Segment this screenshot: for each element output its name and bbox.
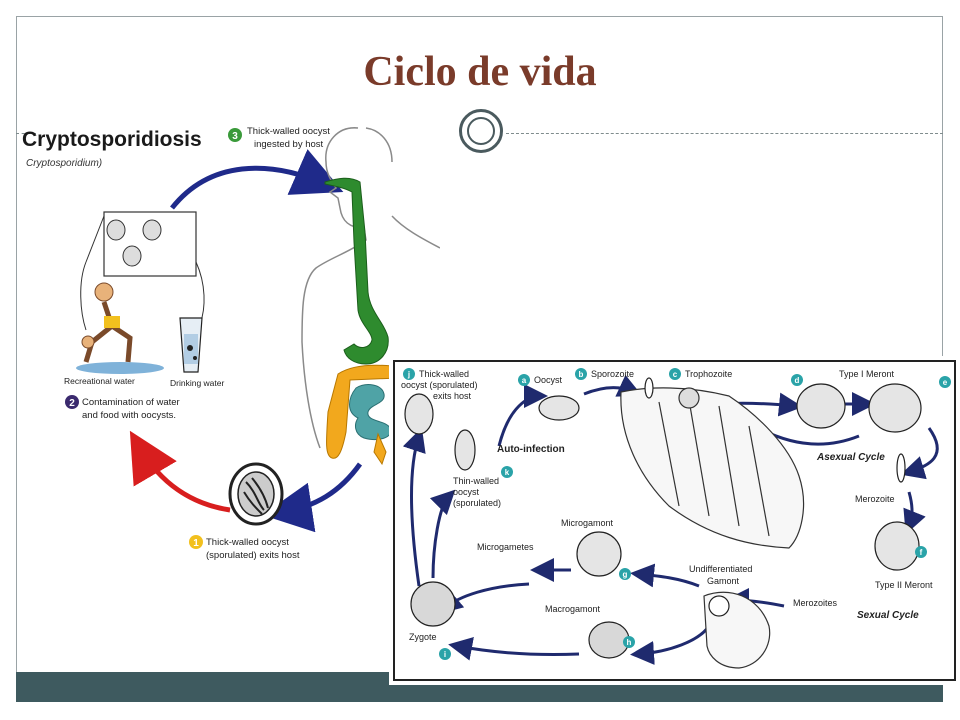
arrow-to-host <box>170 149 344 210</box>
label-j-line2: oocyst (sporulated) <box>401 380 478 390</box>
panel-border <box>393 360 956 681</box>
diagram-title: Cryptosporidiosis <box>22 128 202 151</box>
label-merozoite: Merozoite <box>855 494 895 504</box>
label-asexual-cycle: Asexual Cycle <box>816 452 885 463</box>
arrow-microgametes-to-zygote <box>438 582 530 614</box>
step1-number: 1 <box>193 538 199 549</box>
step1-line2: (sporulated) exits host <box>206 550 300 561</box>
label-undiff-line2: Gamont <box>707 576 740 586</box>
step2-number: 2 <box>69 398 75 409</box>
ring-ornament <box>459 109 503 153</box>
cryptosporidium-detailed-cycle-panel: j a b c d e k f g h i Thick-walled oocys… <box>389 356 960 685</box>
title-rule-right <box>506 133 943 134</box>
badge-c: c <box>673 370 678 379</box>
arrow-host-exit <box>262 462 363 533</box>
arrow-undiff-to-g <box>630 563 700 588</box>
title-rule-left <box>16 133 36 134</box>
badge-k: k <box>505 468 510 477</box>
oocyst-j-illustration <box>404 393 434 435</box>
step1-line1: Thick-walled oocyst <box>206 537 289 548</box>
slide-title: Ciclo de vida <box>363 49 597 95</box>
esophagus-stomach <box>324 177 389 365</box>
oocyst-panel <box>80 211 205 331</box>
cell-illustrations <box>404 377 922 659</box>
badge-h: h <box>627 638 632 647</box>
step3-badge <box>228 128 242 142</box>
macrogamont-illustration <box>588 621 630 659</box>
badge-i: i <box>444 650 446 659</box>
zygote-illustration <box>410 581 456 627</box>
diagram-subtitle: Cryptosporidium) <box>26 158 102 169</box>
label-k-line3: (sporulated) <box>453 498 501 508</box>
label-zygote: Zygote <box>409 632 437 642</box>
label-microgametes: Microgametes <box>477 542 534 552</box>
undiff-gamont-illustration <box>708 595 730 617</box>
label-undiff-line1: Undifferentiated <box>689 564 752 574</box>
meront-ii-illustration <box>874 521 920 571</box>
badge-g: g <box>623 570 628 579</box>
oocyst-a-illustration <box>538 395 580 421</box>
human-body-illustration <box>301 127 440 449</box>
label-j-line1: Thick-walled <box>419 369 469 379</box>
recreational-water-label: Recreational water <box>64 376 135 386</box>
cryptosporidiosis-cycle-diagram: Cryptosporidiosis Cryptosporidium) 3 Thi… <box>22 126 440 561</box>
label-sexual-cycle: Sexual Cycle <box>857 610 919 621</box>
step3-number: 3 <box>232 131 238 142</box>
label-type2-meront: Type II Meront <box>875 580 933 590</box>
label-trophozoite: Trophozoite <box>685 369 732 379</box>
label-sporozoite: Sporozoite <box>591 369 634 379</box>
large-intestine <box>326 364 413 459</box>
label-microgamont: Microgamont <box>561 518 614 528</box>
detailed-cycle-diagram: j a b c d e k f g h i Thick-walled oocys… <box>401 368 951 669</box>
badge-b: b <box>579 370 584 379</box>
small-intestine <box>349 384 392 441</box>
microgamont-illustration <box>576 531 622 577</box>
badge-d: d <box>795 376 800 385</box>
step2-line1: Contamination of water <box>82 397 180 408</box>
meront-i-illustration <box>796 383 846 429</box>
arrow-zygote-to-j <box>402 427 426 587</box>
epithelium-illustration <box>620 387 805 669</box>
label-k-line1: Thin-walled <box>453 476 499 486</box>
rectum <box>373 432 387 466</box>
step2-line2: and food with oocysts. <box>82 410 176 421</box>
arrow-zygote-to-k <box>429 489 456 579</box>
label-type1-meront: Type I Meront <box>839 369 895 379</box>
arrow-contamination <box>129 430 231 513</box>
letter-badges: j a b c d e k f g h i <box>403 368 951 660</box>
label-oocyst: Oocyst <box>534 375 563 385</box>
arrow-undiff-to-h <box>630 625 711 665</box>
badge-a: a <box>522 376 527 385</box>
label-k-line2: oocyst <box>453 487 480 497</box>
drinking-water-label: Drinking water <box>170 378 224 388</box>
meront-e-illustration <box>868 383 922 433</box>
step3-line1: Thick-walled oocyst <box>247 126 330 137</box>
badge-j: j <box>407 370 410 379</box>
ring-ornament-inner <box>467 117 495 145</box>
swimmers-illustration <box>76 282 164 374</box>
label-macrogamont: Macrogamont <box>545 604 601 614</box>
label-merozoites: Merozoites <box>793 598 838 608</box>
step2-badge <box>65 395 79 409</box>
arrow-j-to-a <box>497 384 548 447</box>
arrow-h-to-zygote <box>448 636 580 661</box>
cycle-arrows <box>402 374 939 665</box>
step1-badge <box>189 535 203 549</box>
label-auto-infection: Auto-infection <box>497 444 565 455</box>
badge-f: f <box>920 548 923 557</box>
sporozoite-illustration <box>644 377 654 399</box>
step3-line2: ingested by host <box>254 139 324 150</box>
oocyst-k-illustration <box>454 429 476 471</box>
label-j-line3: exits host <box>433 391 472 401</box>
arrow-e-to-f <box>900 427 939 480</box>
drinking-glass-icon <box>179 317 203 373</box>
badge-e: e <box>943 378 948 387</box>
merozoite-illustration <box>896 453 906 483</box>
arrow-merozoite-to-f <box>903 491 926 535</box>
thick-walled-oocyst-illustration <box>228 462 284 526</box>
